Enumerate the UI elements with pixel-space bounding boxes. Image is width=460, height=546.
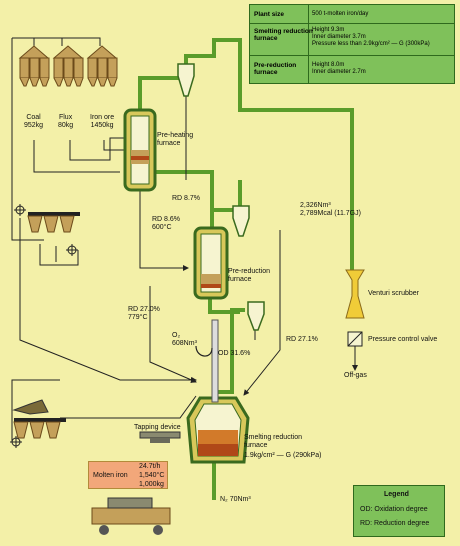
weigh-hoppers — [14, 204, 80, 256]
venturi-scrubber — [345, 269, 365, 319]
rd-270: RD 27.0% — [128, 306, 160, 313]
rd-87: RD 8.7% — [172, 195, 201, 202]
smelting-pressure: 1.9kg/cm² — G (290kPa) — [244, 452, 322, 459]
pcv-label: Pressure control valve — [368, 336, 438, 343]
o2-label: O₂ — [172, 332, 181, 339]
cyclones — [177, 63, 265, 331]
offgas-label: Off-gas — [344, 372, 367, 379]
gas-energy: 2,789Mcal (11.7GJ) — [300, 210, 361, 217]
temp-779: 779°C — [128, 314, 148, 321]
od-316: OD 31.6% — [218, 350, 251, 357]
rd-271: RD 27.1% — [286, 336, 318, 343]
molten-iron-box: Molten iron 24.7t/h 1,540°C 1,000kg — [88, 461, 168, 489]
preheating-label: Pre-heating furnace — [157, 132, 194, 147]
molten-iron-label: Molten iron — [93, 472, 128, 479]
o2-volume: 608Nm³ — [172, 340, 197, 347]
hopper-iron-ore — [86, 45, 118, 87]
n2-label: N₂ 70Nm³ — [220, 496, 251, 503]
temp-600: 600°C — [152, 224, 172, 231]
legend-title: Legend — [384, 491, 409, 498]
prereduction-furnace — [193, 226, 229, 300]
prereduction-label: Pre-reduction furnace — [228, 268, 271, 283]
smelting-furnace — [186, 319, 250, 464]
gas-volume: 2,326Nm³ — [300, 202, 331, 209]
hopper-flux — [52, 45, 84, 87]
smelting-label: Smelting reduction furnace — [244, 434, 302, 449]
spec-row-smelting: Smelting reduction furnace Height 9.3m I… — [250, 23, 454, 56]
rd-86: RD 8.6% — [152, 216, 181, 223]
spec-table: Plant size 500 t-molten iron/day Smeltin… — [249, 4, 455, 84]
hopper-coal — [18, 45, 50, 87]
molten-iron-mass: 1,000kg — [139, 481, 164, 488]
preheating-furnace — [123, 108, 157, 192]
tapping-device — [139, 431, 181, 443]
venturi-label: Venturi scrubber — [368, 290, 419, 297]
legend-item: OD: Oxidation degree — [360, 506, 428, 513]
tapping-label: Tapping device — [134, 424, 181, 431]
coal-bins-lower — [10, 399, 66, 448]
legend-item: RD: Reduction degree — [360, 520, 430, 527]
molten-iron-temp: 1,540°C — [139, 472, 165, 479]
molten-iron-rate: 24.7t/h — [139, 463, 161, 470]
pressure-control-valve — [347, 331, 363, 347]
material-lines — [11, 37, 358, 442]
legend: Legend OD: Oxidation degree RD: Reductio… — [353, 485, 445, 537]
ladle-car — [91, 497, 171, 535]
spec-row-prereduction: Pre-reduction furnace Height 8.0m Inner … — [250, 55, 454, 84]
spec-row-plant-size: Plant size 500 t-molten iron/day — [254, 11, 369, 18]
